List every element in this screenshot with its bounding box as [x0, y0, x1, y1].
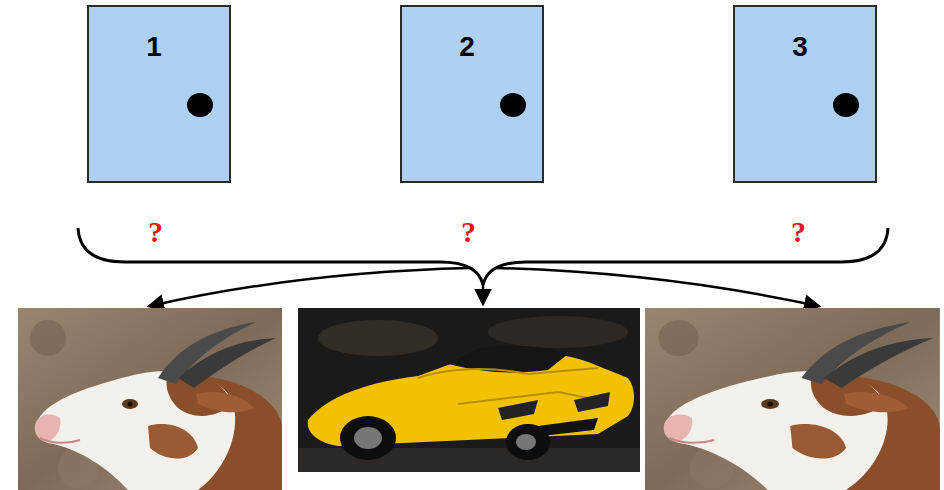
door-knob [187, 93, 213, 117]
door-number: 3 [735, 31, 875, 63]
door-box: 1 [87, 5, 231, 183]
goat-photo [18, 308, 282, 490]
door-box: 2 [400, 5, 544, 183]
door-knob [833, 93, 859, 117]
door-number: 2 [402, 31, 542, 63]
door-knob [500, 93, 526, 117]
brace-arrows [78, 228, 888, 306]
question-mark: ? [461, 215, 476, 249]
question-mark: ? [148, 215, 163, 249]
car-photo [298, 308, 640, 472]
door-box: 3 [733, 5, 877, 183]
door-number: 1 [89, 31, 229, 63]
goat-photo [645, 308, 940, 490]
question-mark: ? [791, 215, 806, 249]
